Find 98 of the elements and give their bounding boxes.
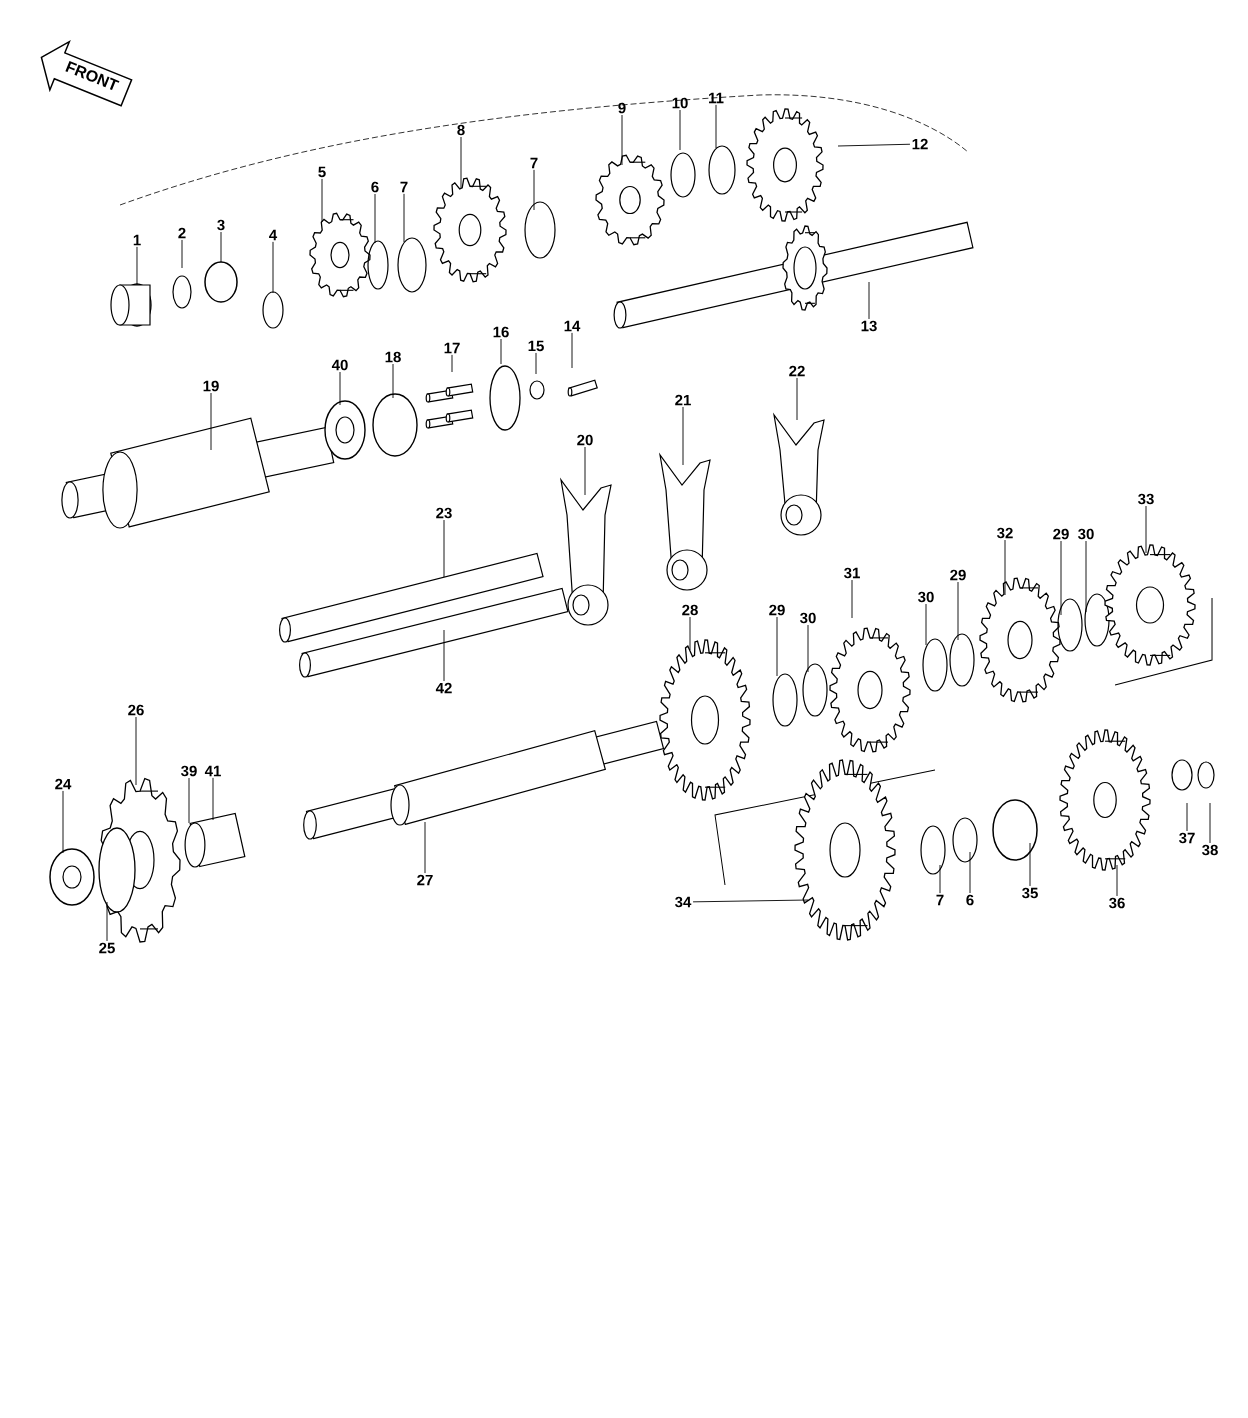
callout-number: 29: [1053, 528, 1069, 540]
callout-number: 37: [1179, 832, 1195, 844]
leader-line: [500, 338, 502, 365]
callout-number: 24: [55, 778, 72, 790]
leader-line: [1060, 540, 1062, 616]
leader-line: [374, 193, 376, 244]
callout-number: 4: [269, 229, 278, 241]
leader-line: [62, 790, 64, 854]
leader-line: [837, 143, 911, 147]
callout-number: 36: [1109, 897, 1125, 909]
callout-number: 3: [217, 219, 225, 231]
callout-number: 1: [133, 234, 141, 246]
leader-line: [460, 136, 462, 189]
callout-number: 30: [918, 591, 934, 603]
callout-number: 7: [936, 894, 944, 906]
leader-line: [451, 354, 453, 373]
leader-line: [957, 581, 959, 641]
callout-number: 29: [950, 569, 966, 581]
callout-number: 6: [966, 894, 974, 906]
callout-number: 33: [1138, 493, 1154, 505]
leader-line: [796, 377, 798, 421]
leader-line: [1116, 864, 1118, 897]
leader-line: [1004, 539, 1006, 596]
leader-line: [1209, 802, 1211, 844]
callout-number: 40: [331, 359, 348, 371]
leader-line: [868, 281, 870, 320]
leader-line: [1186, 802, 1188, 832]
leader-line: [715, 104, 717, 149]
leader-line: [1145, 505, 1147, 554]
callout-number: 35: [1022, 887, 1038, 899]
callout-number: 17: [444, 342, 460, 354]
leader-line: [689, 616, 691, 651]
leader-line: [181, 239, 183, 269]
callout-number: 14: [564, 320, 581, 332]
callout-number: 28: [682, 604, 698, 616]
leader-line: [776, 616, 778, 677]
leader-line: [136, 246, 138, 286]
leader-line: [682, 406, 684, 466]
callout-number: 2: [178, 227, 186, 239]
leader-line: [212, 777, 214, 821]
callout-number: 13: [861, 320, 877, 332]
callout-number: 26: [128, 704, 144, 716]
callout-number: 30: [1078, 528, 1094, 540]
leader-line: [321, 178, 323, 223]
callout-number: 30: [800, 612, 816, 624]
leader-line: [621, 114, 623, 166]
callout-number: 31: [844, 567, 860, 579]
leader-line: [188, 777, 190, 824]
leader-line: [443, 519, 445, 578]
callout-number: 19: [203, 380, 219, 392]
leader-line: [692, 899, 809, 903]
leader-line: [571, 332, 573, 369]
leader-line: [403, 193, 405, 243]
leader-line: [220, 231, 222, 263]
leader-line: [851, 579, 853, 619]
leader-line: [535, 352, 537, 375]
callout-number: 29: [769, 604, 785, 616]
callout-number: 27: [417, 874, 433, 886]
leader-line: [106, 901, 108, 942]
leader-line: [939, 864, 941, 894]
leader-line: [925, 603, 927, 646]
callout-number: 12: [912, 138, 928, 150]
callout-number: 21: [675, 394, 691, 406]
leader-line: [339, 371, 341, 406]
leader-line: [969, 851, 971, 894]
callout-number: 11: [709, 92, 724, 104]
callout-number: 25: [99, 942, 115, 954]
callout-number: 8: [457, 124, 465, 136]
leader-line: [584, 446, 586, 496]
leader-line: [443, 629, 445, 682]
callout-number: 38: [1202, 844, 1218, 856]
callout-number: 23: [436, 507, 452, 519]
callout-number: 10: [672, 97, 688, 109]
callout-number: 34: [675, 896, 692, 908]
callout-number: 5: [318, 166, 326, 178]
callout-number: 18: [385, 351, 401, 363]
leader-line: [392, 363, 394, 399]
leader-line: [135, 716, 137, 786]
leader-line: [210, 392, 212, 451]
callout-number: 15: [528, 340, 544, 352]
callout-number: 6: [371, 181, 379, 193]
leader-line: [272, 241, 274, 294]
leader-line: [1029, 842, 1031, 887]
callout-number: 20: [577, 434, 593, 446]
callout-number: 41: [204, 765, 221, 777]
callout-number: 32: [997, 527, 1013, 539]
leader-line: [1085, 540, 1087, 613]
callout-number: 16: [493, 326, 509, 338]
leader-line: [533, 169, 535, 211]
callout-number: 39: [181, 765, 197, 777]
leader-line: [424, 821, 426, 874]
callout-number: 7: [400, 181, 408, 193]
leader-line: [807, 624, 809, 673]
callout-number: 7: [530, 157, 538, 169]
leader-line: [679, 109, 681, 151]
callout-number: 42: [435, 682, 452, 694]
callout-number: 22: [789, 365, 805, 377]
callout-number: 9: [618, 102, 626, 114]
